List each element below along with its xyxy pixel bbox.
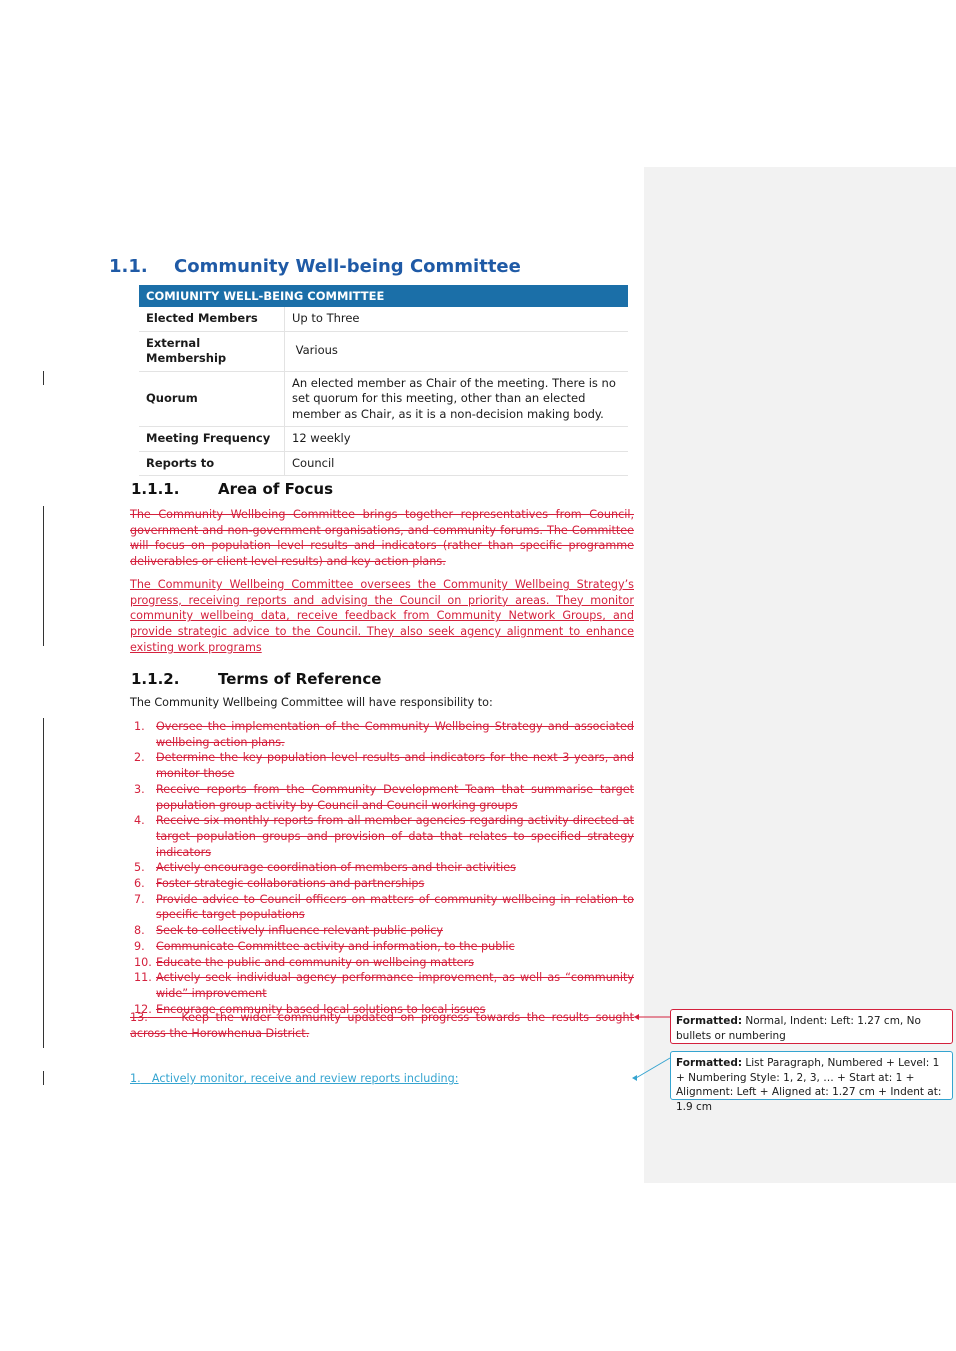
row-label: External Membership <box>139 331 285 372</box>
section-number: 1.1. <box>109 256 148 277</box>
focus-inserted-paragraph: The Community Wellbeing Committee overse… <box>130 578 634 654</box>
row-label: Quorum <box>139 371 285 427</box>
section-title: Community Well-being Committee <box>174 256 521 277</box>
item-13-text: Keep the wider community updated on prog… <box>130 1011 634 1040</box>
inserted-list-item: 1. Actively monitor, receive and review … <box>130 1072 459 1085</box>
list-item: 2.Determine the key population level res… <box>134 751 634 781</box>
focus-deleted-paragraph: The Community Wellbeing Committee brings… <box>130 508 634 569</box>
table-row: Quorum An elected member as Chair of the… <box>139 371 628 427</box>
change-bar <box>43 371 44 385</box>
comment-balloon-formatted[interactable]: Formatted: Normal, Indent: Left: 1.27 cm… <box>670 1009 953 1044</box>
row-label: Meeting Frequency <box>139 426 285 452</box>
terms-intro: The Community Wellbeing Committee will h… <box>130 696 493 709</box>
list-item: 5.Actively encourage coordination of mem… <box>134 861 516 875</box>
list-item: 4.Receive six monthly reports from all m… <box>134 814 634 859</box>
committee-info-table: COMIUNITY WELL-BEING COMMITTEE Elected M… <box>139 285 628 476</box>
row-label: Reports to <box>139 451 285 476</box>
change-bar <box>43 1071 44 1085</box>
focus-title: Area of Focus <box>218 480 334 498</box>
table-row: External Membership Various <box>139 331 628 372</box>
change-bar <box>43 506 44 646</box>
item-13-number: 13. <box>130 1011 148 1024</box>
comment-balloon-formatted[interactable]: Formatted: List Paragraph, Numbered + Le… <box>670 1051 953 1113</box>
row-value: Up to Three <box>284 307 628 332</box>
inserted-item-text: Actively monitor, receive and review rep… <box>151 1072 459 1085</box>
terms-title: Terms of Reference <box>218 670 382 688</box>
row-label: Elected Members <box>139 307 285 332</box>
deleted-terms-list: 1.Oversee the implementation of the Comm… <box>130 719 634 1017</box>
focus-number: 1.1.1. <box>131 480 180 498</box>
deleted-item-13: 13. Keep the wider community updated on … <box>130 1010 634 1041</box>
row-value: Various <box>284 331 628 372</box>
list-item: 8.Seek to collectively influence relevan… <box>134 924 444 938</box>
table-row: Elected Members Up to Three <box>139 307 628 332</box>
list-item: 6.Foster strategic collaborations and pa… <box>134 877 425 891</box>
list-item: 9.Communicate Committee activity and inf… <box>134 939 515 953</box>
comment-label: Formatted: <box>676 1057 743 1069</box>
connector-anchor <box>634 1014 639 1020</box>
table-row: Meeting Frequency 12 weekly <box>139 426 628 452</box>
table-row: Reports to Council <box>139 451 628 476</box>
terms-number: 1.1.2. <box>131 670 180 688</box>
list-item: 11.Actively seek individual agency perfo… <box>134 971 634 1000</box>
inserted-item-number: 1. <box>130 1072 141 1085</box>
table-header: COMIUNITY WELL-BEING COMMITTEE <box>139 285 628 307</box>
list-item: 1.Oversee the implementation of the Comm… <box>134 720 634 749</box>
list-item: 12.Encourage community based local solut… <box>134 1002 486 1016</box>
terms-heading: 1.1.2. Terms of Reference <box>131 670 381 688</box>
comment-text: List Paragraph, Numbered + Level: 1 + Nu… <box>676 1057 942 1113</box>
connector-anchor <box>632 1075 637 1081</box>
comment-label: Formatted: <box>676 1015 743 1027</box>
comment-text: Normal, Indent: Left: 1.27 cm, No bullet… <box>676 1015 921 1042</box>
row-value: Council <box>284 451 628 476</box>
change-bar <box>43 718 44 1048</box>
focus-heading: 1.1.1. Area of Focus <box>131 480 333 498</box>
connector-line <box>635 1057 671 1079</box>
list-item: 10.Educate the public and community on w… <box>134 955 474 969</box>
row-value: 12 weekly <box>284 426 628 452</box>
row-value: An elected member as Chair of the meetin… <box>284 371 628 427</box>
section-heading: 1.1. Community Well-being Committee <box>109 256 521 277</box>
list-item: 7.Provide advice to Council officers on … <box>134 892 634 922</box>
list-item: 3.Receive reports from the Community Dev… <box>134 782 634 812</box>
